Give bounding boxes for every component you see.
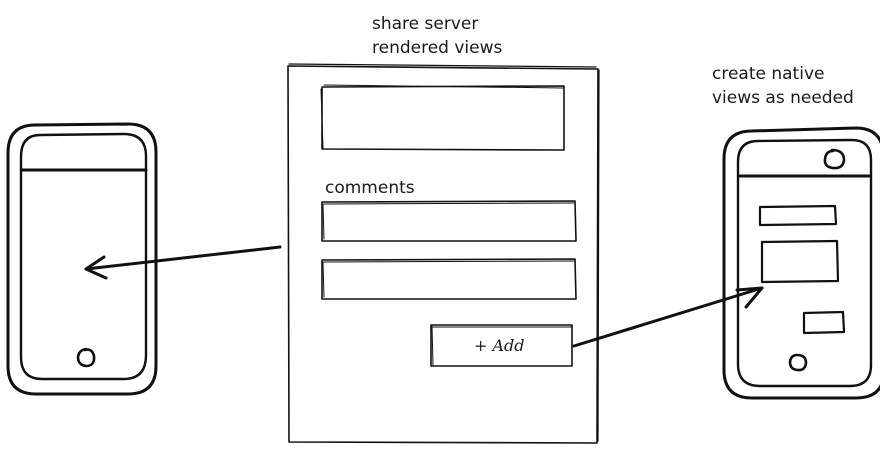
right-phone	[722, 126, 880, 400]
label-create-native: create native	[712, 64, 824, 84]
header-placeholder-box	[320, 84, 565, 151]
native-view-button	[802, 310, 846, 335]
comment-box-1	[321, 200, 577, 242]
right-phone-camera	[823, 148, 846, 170]
label-rendered-views: rendered views	[372, 38, 503, 58]
add-button[interactable]: + Add	[430, 324, 573, 367]
add-button-label: + Add	[474, 336, 525, 355]
left-phone-home-button	[76, 347, 96, 368]
arrow-to-left-phone	[84, 245, 282, 280]
arrow-to-right-phone	[572, 286, 764, 348]
label-views-as-needed: views as needed	[712, 88, 854, 108]
left-phone	[6, 122, 158, 396]
comments-label: comments	[325, 178, 415, 198]
server-page	[287, 63, 600, 444]
native-view-box	[760, 239, 840, 284]
native-view-header	[758, 204, 838, 227]
label-share-server: share server	[372, 14, 478, 34]
right-phone-home-button	[788, 353, 808, 372]
comment-box-2	[321, 258, 577, 300]
